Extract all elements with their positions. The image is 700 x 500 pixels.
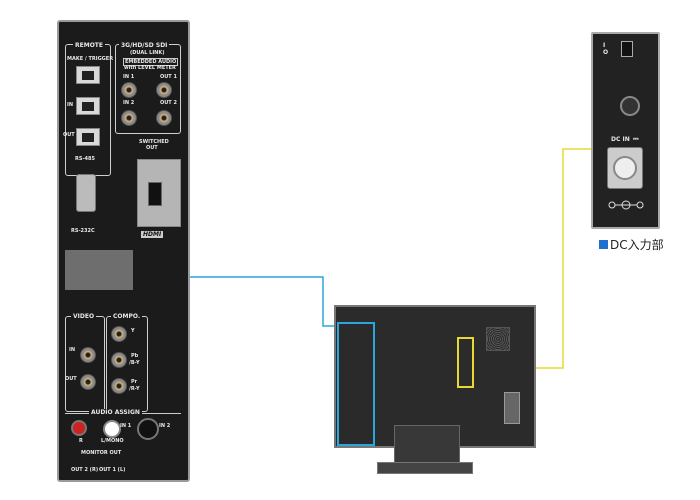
video-out-connector — [80, 374, 96, 390]
monitor-out-label: MONITOR OUT — [81, 450, 122, 456]
dc-input-caption: DC入力部 — [599, 236, 664, 253]
embedded-audio-label: EMBEDDED AUDIO — [123, 58, 179, 66]
blue-callout-line — [190, 276, 337, 327]
sdi-in1-connector — [121, 82, 137, 98]
power-on-label: I — [603, 42, 606, 49]
compo-y-label: Y — [131, 328, 135, 334]
video-in-label: IN — [69, 347, 76, 353]
compo-y-connector — [111, 326, 127, 342]
rear-panel-closeup: REMOTE MAKE / TRIGGER IN OUT RS-485 RS-2… — [57, 20, 190, 482]
video-label: VIDEO — [71, 313, 97, 320]
video-in-connector — [80, 347, 96, 363]
power-module — [504, 392, 520, 424]
sdi-out1-label: OUT 1 — [160, 74, 177, 80]
sdi-out2-connector — [156, 110, 172, 126]
dc-symbol: ⎓ — [633, 135, 639, 143]
compo-pb-connector — [111, 352, 127, 368]
polarity-icon — [608, 200, 644, 210]
power-switch — [621, 41, 633, 57]
rs232c-label: RS-232C — [71, 228, 95, 234]
audio-r-label: R — [79, 438, 83, 444]
switched-out-label: SWITCHED — [139, 139, 169, 145]
rs485-label: RS-485 — [75, 156, 95, 162]
compo-pr-label-2: /R-Y — [129, 386, 140, 392]
audio-in1-label: IN 1 — [120, 423, 132, 429]
sdi-in2-label: IN 2 — [123, 100, 135, 106]
rs485-in-port — [76, 97, 100, 115]
dc-input-highlight — [457, 337, 474, 388]
monitor-stand-base — [377, 462, 473, 474]
caption-text: DC入力部 — [610, 238, 664, 252]
audio-assign-label: AUDIO ASSIGN — [89, 409, 142, 416]
remote-label: REMOTE — [73, 42, 105, 49]
sdi-in2-connector — [121, 110, 137, 126]
audio-lmono-label: L/MONO — [101, 438, 124, 444]
dc-in-label: DC IN — [611, 136, 630, 143]
make-trigger-label: MAKE / TRIGGER — [67, 56, 114, 62]
rs232c-port — [76, 174, 96, 212]
power-off-label: O — [603, 49, 609, 56]
io-panel-highlight — [337, 322, 375, 446]
rs485-out-label: OUT — [63, 132, 75, 138]
vent-grille — [486, 327, 510, 351]
compo-pr-connector — [111, 378, 127, 394]
video-out-label: OUT — [65, 376, 77, 382]
compo-label: COMPO. — [111, 313, 143, 320]
xlr-dc-connector — [607, 147, 643, 189]
rs485-out-port — [76, 128, 100, 146]
compo-pr-label: Pr — [131, 379, 138, 385]
sdi-out2-label: OUT 2 — [160, 100, 177, 106]
switched-out-label-2: OUT — [146, 145, 158, 151]
sdi-in1-label: IN 1 — [123, 74, 135, 80]
dc-panel-closeup: I O DC IN ⎓ — [591, 32, 660, 229]
audio-in2-jack — [137, 418, 159, 440]
audio-in1-jack — [103, 420, 121, 438]
audio-in2-label: IN 2 — [159, 423, 171, 429]
compo-pb-label: Pb — [131, 353, 139, 359]
hdmi-port-plate — [137, 159, 181, 227]
hdmi-port — [148, 182, 162, 206]
monitor-out1-label: OUT 1 (L) — [99, 467, 126, 473]
compo-pb-label-2: /B-Y — [129, 360, 140, 366]
monitor-out2-label: OUT 2 (R) — [71, 467, 99, 473]
make-trigger-port — [76, 66, 100, 84]
mount-screw — [620, 96, 640, 116]
level-meter-label: with LEVEL METER — [124, 65, 176, 71]
blank-plate — [65, 250, 133, 290]
monitor-stand-neck — [394, 425, 460, 467]
sdi-out1-connector — [156, 82, 172, 98]
caption-square-icon — [599, 240, 608, 249]
audio-r-jack — [71, 420, 87, 436]
dual-link-label: (DUAL LINK) — [130, 50, 165, 56]
rs485-in-label: IN — [67, 102, 74, 108]
monitor-rear-view — [334, 305, 536, 448]
hdmi-logo: HDMI — [141, 231, 164, 238]
sdi-title: 3G/HD/SD SDI — [119, 42, 170, 49]
